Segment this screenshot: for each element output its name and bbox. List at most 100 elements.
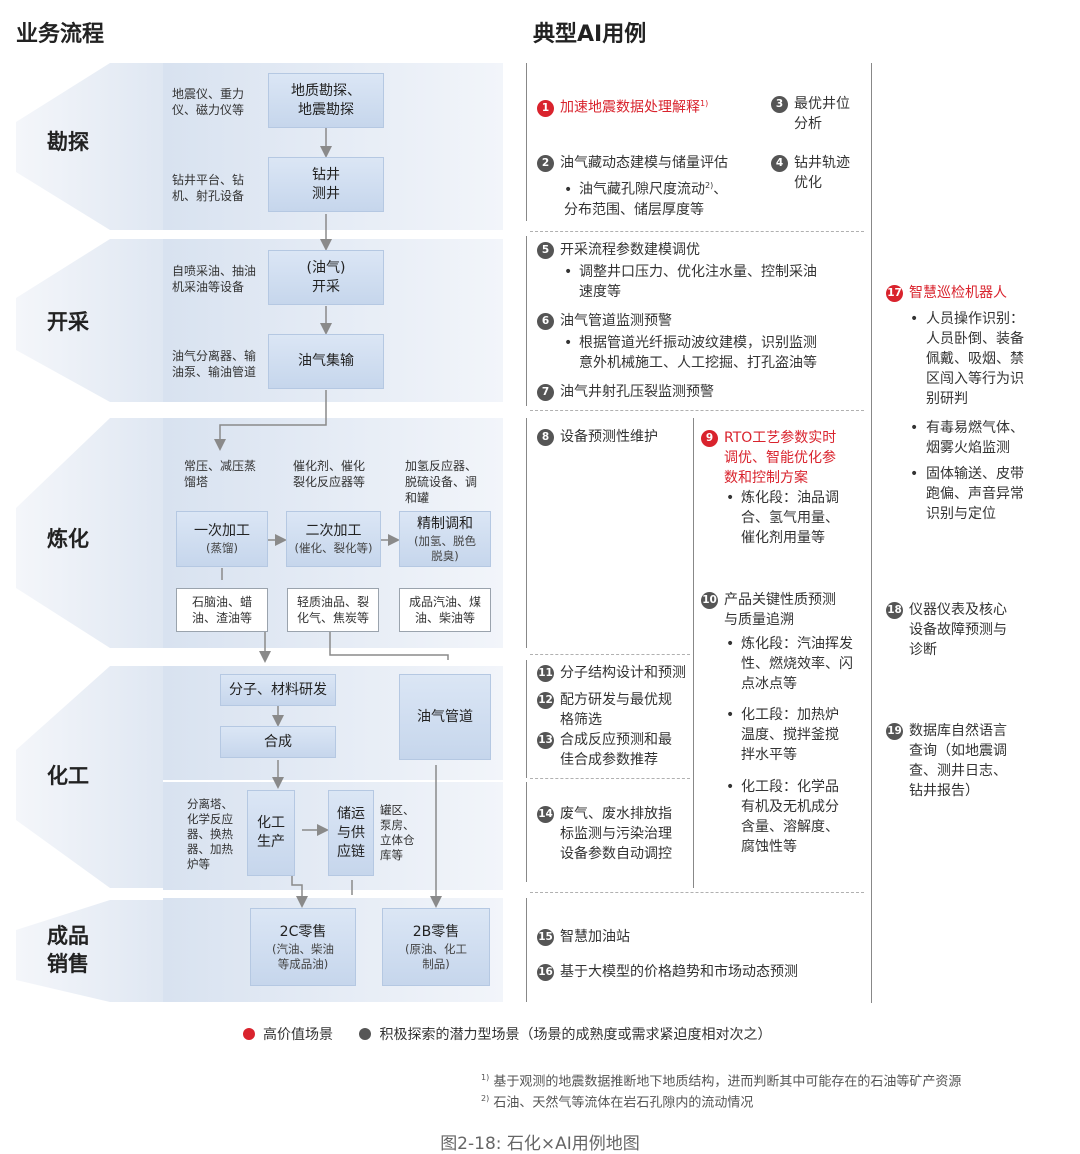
footnote-2-mark: 2) bbox=[481, 1094, 490, 1103]
chemical-box-pipeline: 油气管道 bbox=[399, 674, 491, 760]
refining-box-blending: 精制调和 (加氢、脱色 脱臭) bbox=[399, 511, 491, 567]
refining-product-1: 石脑油、蜡 油、渣油等 bbox=[176, 588, 268, 632]
usecase-number-badge: 4 bbox=[771, 155, 788, 172]
usecase-10-bullet-2: •化工段：加热炉 温度、搅拌釜搅 拌水平等 bbox=[726, 707, 839, 763]
divider bbox=[530, 231, 864, 232]
refining-equipment-1: 常压、减压蒸 馏塔 bbox=[184, 459, 257, 489]
refining-equipment-3: 加氢反应器、 脱硫设备、调 和罐 bbox=[405, 459, 478, 505]
usecase-5-bullet: •调整井口压力、优化注水量、控制采油 速度等 bbox=[564, 264, 817, 300]
footnote-2-text: 石油、天然气等流体在岩石孔隙内的流动情况 bbox=[493, 1095, 754, 1111]
usecase-number-badge: 7 bbox=[537, 384, 554, 401]
usecase-12: 12 配方研发与最优规 格筛选 bbox=[537, 690, 672, 730]
usecase-2-bullet-b: 、 分布范围、储层厚度等 bbox=[564, 181, 728, 218]
divider bbox=[693, 418, 694, 888]
divider bbox=[530, 778, 690, 779]
usecase-number-badge: 13 bbox=[537, 732, 554, 749]
chemical-box-rd: 分子、材料研发 bbox=[220, 674, 336, 706]
right-header: 典型AI用例 bbox=[533, 22, 647, 47]
usecase-6-text: 油气管道监测预警 bbox=[560, 313, 672, 329]
legend: 高价值场景 积极探索的潜力型场景（场景的成熟度或需求紧迫度相对次之） bbox=[243, 1024, 771, 1044]
usecase-17-bullet-1: •人员操作识别： 人员卧倒、装备 佩戴、吸烟、禁 区闯入等行为识 别研判 bbox=[910, 311, 1024, 407]
usecase-13: 13 合成反应预测和最 佳合成参数推荐 bbox=[537, 730, 672, 770]
left-header: 业务流程 bbox=[16, 22, 105, 47]
sales-box-2c-title: 2C零售 bbox=[279, 923, 327, 940]
usecase-10-text: 产品关键性质预测 与质量追溯 bbox=[724, 592, 836, 628]
production-box-gathering: 油气集输 bbox=[268, 334, 384, 389]
usecase-number-badge: 19 bbox=[886, 723, 903, 740]
usecase-number-badge: 17 bbox=[886, 285, 903, 302]
usecase-19-text: 数据库自然语言 查询（如地震调 查、测井日志、 钻井报告） bbox=[909, 723, 1007, 799]
footnote-1-text: 基于观测的地震数据推断地下地质结构，进而判断其中可能存在的石油等矿产资源 bbox=[493, 1074, 962, 1090]
production-equipment-1: 自喷采油、抽油 机采油等设备 bbox=[172, 264, 257, 294]
exploration-box-geology: 地质勘探、 地震勘探 bbox=[268, 73, 384, 128]
usecase-5: 5 开采流程参数建模调优 bbox=[537, 240, 700, 260]
divider bbox=[871, 63, 872, 1003]
usecase-2-bullet-a: 油气藏孔隙尺度流动 bbox=[579, 181, 705, 198]
chemical-box-production: 化工 生产 bbox=[247, 790, 295, 876]
chemical-equipment-2: 罐区、 泵房、 立体仓 库等 bbox=[380, 803, 415, 862]
chemical-box-synthesis: 合成 bbox=[220, 726, 336, 758]
usecase-number-badge: 15 bbox=[537, 929, 554, 946]
usecase-14-text: 废气、废水排放指 标监测与污染治理 设备参数自动调控 bbox=[560, 806, 672, 862]
divider bbox=[526, 63, 527, 221]
exploration-box-drilling: 钻井 测井 bbox=[268, 157, 384, 212]
usecase-2-text: 油气藏动态建模与储量评估 bbox=[560, 155, 728, 171]
usecase-6: 6 油气管道监测预警 bbox=[537, 311, 672, 331]
usecase-13-text: 合成反应预测和最 佳合成参数推荐 bbox=[560, 732, 672, 768]
usecase-number-badge: 11 bbox=[537, 665, 554, 682]
usecase-12-text: 配方研发与最优规 格筛选 bbox=[560, 692, 672, 728]
footnote-1: 1) 基于观测的地震数据推断地下地质结构，进而判断其中可能存在的石油等矿产资源 bbox=[481, 1068, 961, 1092]
sales-box-2b-sub: (原油、化工 制品) bbox=[405, 941, 467, 971]
sales-box-2b-title: 2B零售 bbox=[412, 923, 460, 940]
usecase-2-bullet: •油气藏孔隙尺度流动2)、 分布范围、储层厚度等 bbox=[564, 181, 728, 218]
divider bbox=[526, 660, 527, 778]
usecase-17-bullet-3-text: 固体输送、皮带 跑偏、声音异常 识别与定位 bbox=[926, 466, 1024, 522]
usecase-6-bullet: •根据管道光纤振动波纹建模，识别监测 意外机械施工、人工挖掘、打孔盗油等 bbox=[564, 335, 817, 371]
usecase-17-bullet-3: •固体输送、皮带 跑偏、声音异常 识别与定位 bbox=[910, 466, 1024, 522]
usecase-number-badge: 16 bbox=[537, 964, 554, 981]
usecase-16-text: 基于大模型的价格趋势和市场动态预测 bbox=[560, 964, 798, 980]
usecase-16: 16 基于大模型的价格趋势和市场动态预测 bbox=[537, 962, 798, 982]
usecase-17-bullet-2-text: 有毒易燃气体、 烟雾火焰监测 bbox=[926, 420, 1024, 456]
divider bbox=[526, 782, 527, 882]
refining-box-secondary-title: 二次加工 bbox=[305, 523, 362, 539]
gray-dot-icon bbox=[359, 1028, 372, 1040]
usecase-5-text: 开采流程参数建模调优 bbox=[560, 242, 700, 258]
usecase-6-bullet-text: 根据管道光纤振动波纹建模，识别监测 意外机械施工、人工挖掘、打孔盗油等 bbox=[579, 335, 817, 371]
usecase-5-bullet-text: 调整井口压力、优化注水量、控制采油 速度等 bbox=[579, 264, 817, 300]
usecase-number-badge: 6 bbox=[537, 313, 554, 330]
usecase-10-bullet-2-text: 化工段：加热炉 温度、搅拌釜搅 拌水平等 bbox=[741, 707, 839, 763]
usecase-10-bullet-1-text: 炼化段：汽油挥发 性、燃烧效率、闪 点冰点等 bbox=[741, 636, 853, 692]
divider bbox=[530, 654, 690, 655]
refining-equipment-2: 催化剂、催化 裂化反应器等 bbox=[293, 459, 366, 489]
usecase-11-text: 分子结构设计和预测 bbox=[560, 665, 686, 681]
usecase-number-badge: 5 bbox=[537, 242, 554, 259]
usecase-1-text: 加速地震数据处理解释 bbox=[560, 99, 700, 116]
usecase-15-text: 智慧加油站 bbox=[560, 929, 630, 945]
usecase-number-badge: 12 bbox=[537, 692, 554, 709]
usecase-19: 19 数据库自然语言 查询（如地震调 查、测井日志、 钻井报告） bbox=[886, 721, 1007, 801]
divider bbox=[526, 418, 527, 648]
usecase-10-bullet-1: •炼化段：汽油挥发 性、燃烧效率、闪 点冰点等 bbox=[726, 636, 853, 692]
stage-chevrons bbox=[16, 63, 503, 1002]
legend-high: 高价值场景 bbox=[263, 1027, 333, 1043]
refining-product-2: 轻质油品、裂 化气、焦炭等 bbox=[287, 588, 379, 632]
usecase-3-text: 最优井位 分析 bbox=[794, 96, 850, 132]
usecase-15: 15 智慧加油站 bbox=[537, 927, 630, 947]
footnote-1-mark: 1) bbox=[481, 1073, 490, 1082]
divider bbox=[526, 236, 527, 406]
legend-potential: 积极探索的潜力型场景（场景的成熟度或需求紧迫度相对次之） bbox=[379, 1027, 772, 1043]
usecase-9-bullet: •炼化段：油品调 合、氢气用量、 催化剂用量等 bbox=[726, 490, 839, 546]
sales-box-2b: 2B零售 (原油、化工 制品) bbox=[382, 908, 490, 986]
stage-sales: 成品 销售 bbox=[47, 924, 89, 976]
divider bbox=[530, 410, 864, 411]
exploration-equipment-2: 钻井平台、钻 机、射孔设备 bbox=[172, 173, 245, 203]
usecase-10-bullet-3-text: 化工段：化学品 有机及无机成分 含量、溶解度、 腐蚀性等 bbox=[741, 779, 839, 855]
usecase-number-badge: 1 bbox=[537, 99, 554, 117]
